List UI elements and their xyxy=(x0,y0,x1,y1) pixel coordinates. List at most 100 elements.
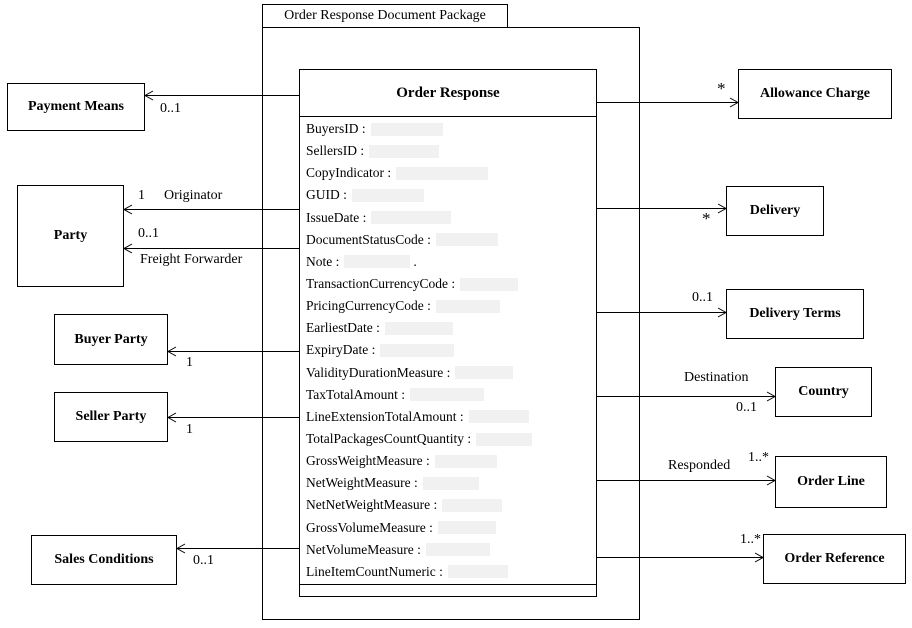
attribute-value-placeholder xyxy=(409,388,484,402)
attribute-value-placeholder xyxy=(437,521,496,535)
class-order-response[interactable]: Order Response BuyersID : SellersID : Copy… xyxy=(299,69,597,597)
attribute-value-placeholder xyxy=(435,299,500,313)
attribute-label: NetVolumeMeasure : xyxy=(306,541,421,557)
connector-freight-forwarder xyxy=(124,248,299,249)
node-label: Party xyxy=(53,228,88,243)
arrowhead-left-icon xyxy=(144,90,154,101)
connector-delivery xyxy=(597,208,726,209)
arrowhead-left-icon xyxy=(167,346,177,357)
attribute-label: Note : xyxy=(306,253,340,269)
node-party[interactable]: Party xyxy=(17,185,124,287)
attribute-row: ValidityDurationMeasure : xyxy=(306,362,592,384)
connector-buyer-party xyxy=(168,351,299,352)
multiplicity-buyer-party: 1 xyxy=(186,355,193,370)
attribute-label: CopyIndicator : xyxy=(306,165,392,181)
node-label: Order Reference xyxy=(784,551,885,566)
attribute-value-placeholder xyxy=(434,454,497,468)
attribute-label: ExpiryDate : xyxy=(306,342,376,358)
connector-payment-means xyxy=(145,95,299,96)
attribute-label: PricingCurrencyCode : xyxy=(306,298,431,314)
attribute-row: DocumentStatusCode : xyxy=(306,229,592,251)
attribute-row: IssueDate : xyxy=(306,207,592,229)
attribute-row: LineItemCountNumeric : xyxy=(306,561,592,583)
attribute-row: NetVolumeMeasure : xyxy=(306,539,592,561)
role-order-line: Responded xyxy=(668,458,731,473)
multiplicity-sales-conditions: 0..1 xyxy=(193,553,214,568)
multiplicity-seller-party: 1 xyxy=(186,422,193,437)
attribute-value-placeholder xyxy=(380,343,455,357)
attribute-row: TotalPackagesCountQuantity : xyxy=(306,428,592,450)
attribute-row: LineExtensionTotalAmount : xyxy=(306,406,592,428)
attribute-label: GrossVolumeMeasure : xyxy=(306,519,433,535)
attribute-label: NetNetWeightMeasure : xyxy=(306,497,438,513)
attribute-label: ValidityDurationMeasure : xyxy=(306,364,451,380)
node-sales-conditions[interactable]: Sales Conditions xyxy=(31,535,177,585)
attribute-label: GUID : xyxy=(306,187,347,203)
role-freight-forwarder: Freight Forwarder xyxy=(140,252,243,267)
node-order-line[interactable]: Order Line xyxy=(775,456,887,508)
attribute-label: TransactionCurrencyCode : xyxy=(306,276,456,292)
multiplicity-originator: 1 xyxy=(138,188,145,203)
attribute-value-placeholder xyxy=(369,144,440,158)
arrowhead-left-icon xyxy=(176,543,186,554)
attribute-row: GrossWeightMeasure : xyxy=(306,450,592,472)
connector-order-line xyxy=(597,480,775,481)
attribute-value-placeholder xyxy=(425,543,490,557)
attribute-row: SellersID : xyxy=(306,140,592,162)
attribute-label: EarliestDate : xyxy=(306,320,380,336)
node-delivery-terms[interactable]: Delivery Terms xyxy=(726,289,864,339)
multiplicity-payment-means: 0..1 xyxy=(160,101,181,116)
connector-country xyxy=(597,396,775,397)
attribute-value-placeholder xyxy=(396,166,489,180)
connector-seller-party xyxy=(168,417,299,418)
node-delivery[interactable]: Delivery xyxy=(726,186,824,236)
connector-allowance-charge xyxy=(597,102,738,103)
attribute-row: ExpiryDate : xyxy=(306,339,592,361)
node-allowance-charge[interactable]: Allowance Charge xyxy=(738,69,892,119)
node-label: Order Line xyxy=(797,474,865,489)
package-tab[interactable]: Order Response Document Package xyxy=(262,4,508,28)
node-label: Delivery Terms xyxy=(749,306,841,321)
node-country[interactable]: Country xyxy=(775,367,872,417)
class-title: Order Response xyxy=(300,70,596,117)
attribute-label: IssueDate : xyxy=(306,209,367,225)
arrowhead-left-icon xyxy=(123,204,133,215)
role-originator: Originator xyxy=(164,188,223,203)
node-buyer-party[interactable]: Buyer Party xyxy=(54,314,168,365)
node-order-reference[interactable]: Order Reference xyxy=(763,534,906,584)
multiplicity-delivery-terms: 0..1 xyxy=(692,290,713,305)
connector-delivery-terms xyxy=(597,312,726,313)
attribute-value-placeholder xyxy=(371,211,452,225)
connector-order-reference xyxy=(597,557,763,558)
attribute-row: Note :. xyxy=(306,251,592,273)
attribute-list: BuyersID : SellersID : CopyIndicator : GUID… xyxy=(300,117,596,585)
attribute-label: BuyersID : xyxy=(306,121,366,137)
multiplicity-delivery: * xyxy=(702,209,711,228)
attribute-row: TaxTotalAmount : xyxy=(306,384,592,406)
attribute-value-placeholder xyxy=(460,277,519,291)
multiplicity-order-reference: 1..* xyxy=(740,532,761,547)
operations-compartment xyxy=(300,585,596,596)
node-label: Allowance Charge xyxy=(759,86,871,101)
attribute-value-placeholder xyxy=(468,410,529,424)
attribute-row: EarliestDate : xyxy=(306,317,592,339)
multiplicity-order-line: 1..* xyxy=(748,450,769,465)
attribute-value-placeholder xyxy=(370,122,443,136)
node-payment-means[interactable]: Payment Means xyxy=(7,83,145,131)
attribute-value-placeholder xyxy=(455,366,514,380)
attribute-value-placeholder xyxy=(442,498,503,512)
attribute-row: BuyersID : xyxy=(306,118,592,140)
attribute-label: NetWeightMeasure : xyxy=(306,475,418,491)
multiplicity-freight-forwarder: 0..1 xyxy=(138,226,159,241)
node-label: Seller Party xyxy=(75,409,147,424)
node-label: Country xyxy=(798,384,849,399)
node-seller-party[interactable]: Seller Party xyxy=(54,392,168,442)
arrowhead-left-icon xyxy=(123,243,133,254)
arrowhead-left-icon xyxy=(167,412,177,423)
attribute-label: LineExtensionTotalAmount : xyxy=(306,408,464,424)
attribute-suffix: . xyxy=(413,253,417,269)
node-label: Buyer Party xyxy=(74,331,148,347)
node-label: Delivery xyxy=(749,203,801,218)
attribute-value-placeholder xyxy=(351,188,424,202)
